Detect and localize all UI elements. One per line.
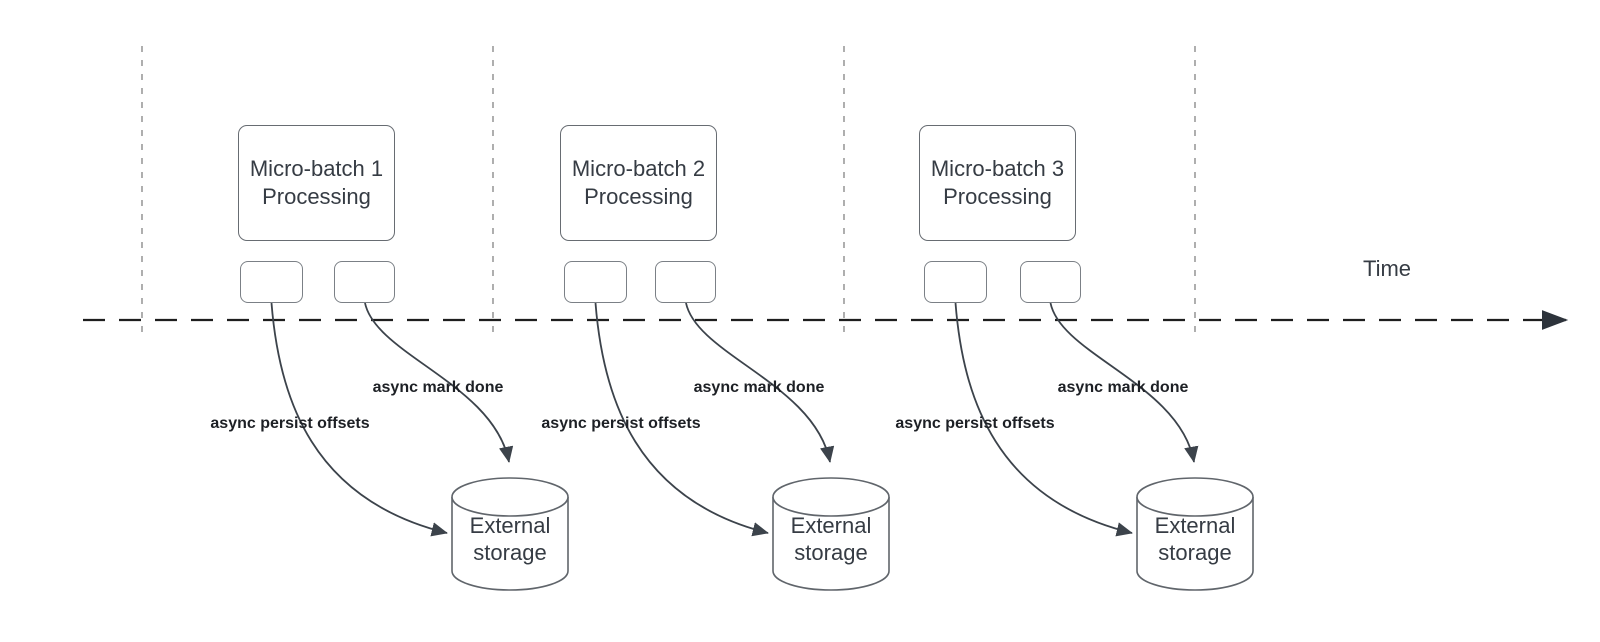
- microbatch-1-title-line1: Micro-batch 1: [249, 156, 384, 181]
- microbatch-2-title-line1: Micro-batch 2: [571, 156, 706, 181]
- external-storage-label-3: External storage: [1154, 513, 1236, 565]
- external-storage-cylinder-3: [1136, 477, 1254, 591]
- microbatch-3-title-line1: Micro-batch 3: [930, 156, 1065, 181]
- microbatch-1-processing-box: Micro-batch 1 Processing: [238, 125, 395, 241]
- persist-offsets-arrow-1: [270, 302, 448, 537]
- persist-offsets-arrow-2: [594, 302, 769, 537]
- mark-done-task-box-3: [1020, 261, 1081, 303]
- mark-done-label-3: async mark done: [1057, 379, 1189, 396]
- external-storage-label-2: External storage: [790, 513, 872, 565]
- mark-done-label-1: async mark done: [372, 379, 504, 396]
- persist-offsets-task-box-2: [564, 261, 627, 303]
- persist-offsets-label-3: async persist offsets: [895, 415, 1055, 432]
- time-axis-label: Time: [1362, 256, 1412, 281]
- persist-offsets-task-box-3: [924, 261, 987, 303]
- mark-done-task-box-1: [334, 261, 395, 303]
- persist-offsets-label-2: async persist offsets: [541, 415, 701, 432]
- microbatch-3-processing-box: Micro-batch 3 Processing: [919, 125, 1076, 241]
- mark-done-label-2: async mark done: [693, 379, 825, 396]
- persist-offsets-label-1: async persist offsets: [210, 415, 370, 432]
- microbatch-2-processing-box: Micro-batch 2 Processing: [560, 125, 717, 241]
- mark-done-arrow-3: [1049, 302, 1199, 463]
- mark-done-task-box-2: [655, 261, 716, 303]
- external-storage-cylinder-1: [451, 477, 569, 591]
- persist-offsets-task-box-1: [240, 261, 303, 303]
- microbatch-3-title-line2: Processing: [943, 184, 1052, 209]
- mark-done-arrow-1: [364, 302, 514, 463]
- persist-offsets-arrow-3: [954, 302, 1133, 537]
- external-storage-cylinder-2: [772, 477, 890, 591]
- mark-done-arrow-2: [685, 302, 835, 463]
- microbatch-2-title-line2: Processing: [584, 184, 693, 209]
- microbatch-1-title-line2: Processing: [262, 184, 371, 209]
- external-storage-label-1: External storage: [469, 513, 551, 565]
